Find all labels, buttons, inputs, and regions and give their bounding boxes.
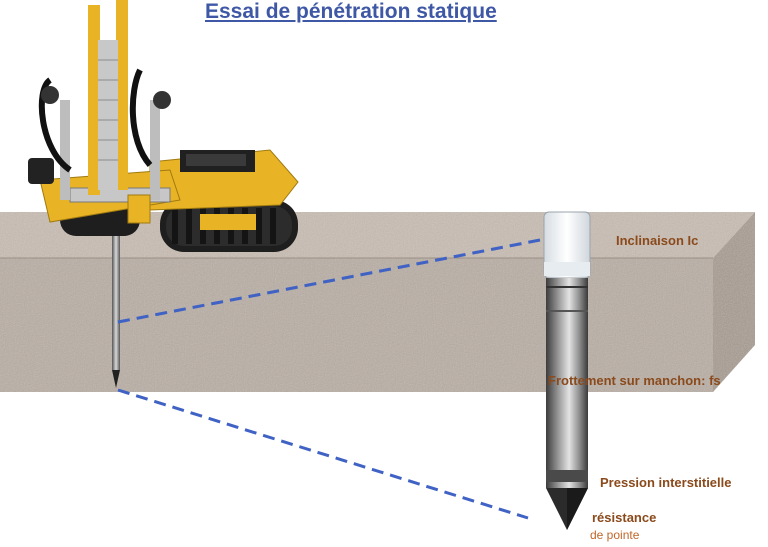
projection-line-lower xyxy=(117,388,529,520)
cpt-drilling-rig-icon xyxy=(28,0,299,252)
soil-side-face xyxy=(713,212,755,392)
label-pression: Pression interstitielle xyxy=(600,475,732,490)
penetration-rod xyxy=(112,220,120,388)
diagram-title: Essai de pénétration statique xyxy=(205,0,497,23)
probe-body xyxy=(546,278,588,488)
label-de-pointe: de pointe xyxy=(590,528,640,542)
projection-lines xyxy=(117,238,541,520)
projection-line-upper xyxy=(117,238,541,324)
soil-front-face xyxy=(0,258,713,392)
cone-penetrometer-icon xyxy=(543,211,591,530)
label-frottement: Frottement sur manchon: fs xyxy=(548,373,721,388)
label-inclinaison: Inclinaison Ic xyxy=(616,233,699,248)
label-resistance: résistance xyxy=(592,510,657,525)
